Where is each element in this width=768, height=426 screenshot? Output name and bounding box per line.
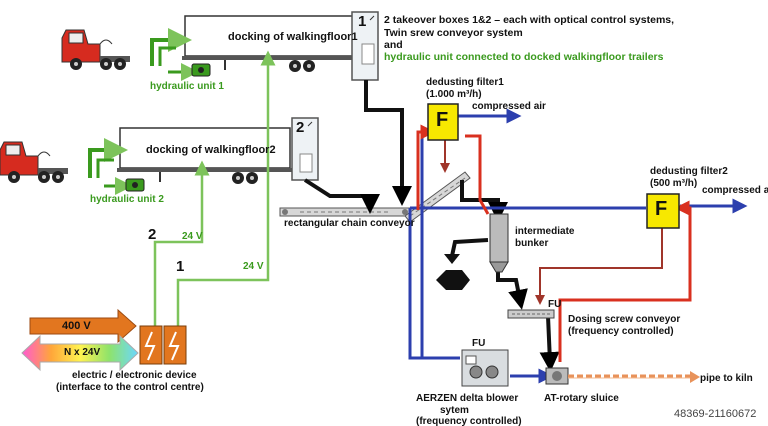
truck-1: [61, 15, 357, 72]
wire-1-voltage: 24 V: [243, 261, 264, 272]
hydraulic-unit-2-label: hydraulic unit 2: [90, 194, 164, 205]
filter-1-flow: (1.000 m³/h): [426, 89, 482, 100]
filter-1-box: [427, 103, 459, 141]
blower-fu-label: FU: [472, 338, 486, 349]
kiln-pipe: [568, 371, 700, 383]
kiln-label: pipe to kiln: [700, 373, 753, 384]
dosing-fu-label: FU: [548, 299, 562, 310]
electric-arrows: [21, 308, 139, 372]
wire-2-number: 2: [148, 226, 157, 243]
blower-label-2: sytem: [440, 405, 469, 416]
watermark-id: 48369-21160672: [674, 408, 757, 420]
dust-lines: [416, 124, 692, 362]
filter-2-letter: F: [655, 198, 668, 220]
description-line-4: hydraulic unit connected to docked walki…: [384, 51, 664, 63]
takeover-box-2: [291, 117, 319, 181]
trailer-1-label: docking of walkingfloor1: [228, 31, 358, 43]
reject-discharge: [436, 238, 489, 290]
filter-2-air-label: compressed air: [702, 185, 768, 196]
electric-device: [139, 325, 187, 365]
intermediate-bunker: [489, 213, 509, 273]
blower-label-3: (frequency controlled): [416, 416, 522, 426]
electric-device-label-2: (interface to the control centre): [56, 382, 204, 393]
bunker-label-1: intermediate: [515, 226, 575, 237]
sluice-label: AT-rotary sluice: [544, 393, 619, 404]
hydraulic-unit-1-graphic: [150, 28, 211, 81]
hydraulic-unit-1-label: hydraulic unit 1: [150, 81, 224, 92]
dosing-label-2: (frequency controlled): [568, 326, 674, 337]
conveyor-label: rectangular chain conveyor: [284, 218, 415, 229]
filter-2-flow: (500 m³/h): [650, 178, 698, 189]
wire-1-number: 1: [176, 258, 185, 275]
electric-device-label-1: electric / electronic device: [72, 370, 197, 381]
blower-unit: [461, 349, 509, 387]
voltage-n24-label: N x 24V: [64, 347, 101, 358]
wire-2-voltage: 24 V: [182, 231, 203, 242]
filter-1-letter: F: [436, 109, 449, 131]
filter-1-air-label: compressed air: [472, 101, 546, 112]
rotary-sluice: [545, 367, 569, 385]
voltage-400-label: 400 V: [62, 320, 91, 332]
trailer-2-label: docking of walkingfloor2: [146, 144, 276, 156]
hydraulic-unit-2-graphic: [88, 138, 145, 195]
bunker-label-2: bunker: [515, 238, 549, 249]
filter-1-title: dedusting filter1: [426, 77, 504, 88]
blower-label-1: AERZEN delta blower: [416, 393, 519, 404]
description-line-3: and: [384, 39, 403, 51]
filter-2-title: dedusting filter2: [650, 166, 728, 177]
box-2-number: 2: [296, 119, 305, 136]
filter-2-box: [646, 193, 680, 229]
description-line-2: Twin srew conveyor system: [384, 27, 523, 39]
description-line-1: 2 takeover boxes 1&2 – each with optical…: [384, 14, 675, 26]
control-wires: [153, 50, 276, 330]
filter-return-lines: [440, 140, 663, 305]
dosing-screw: [507, 309, 555, 319]
dosing-label-1: Dosing screw conveyor: [568, 314, 681, 325]
box-1-number: 1: [358, 13, 367, 30]
